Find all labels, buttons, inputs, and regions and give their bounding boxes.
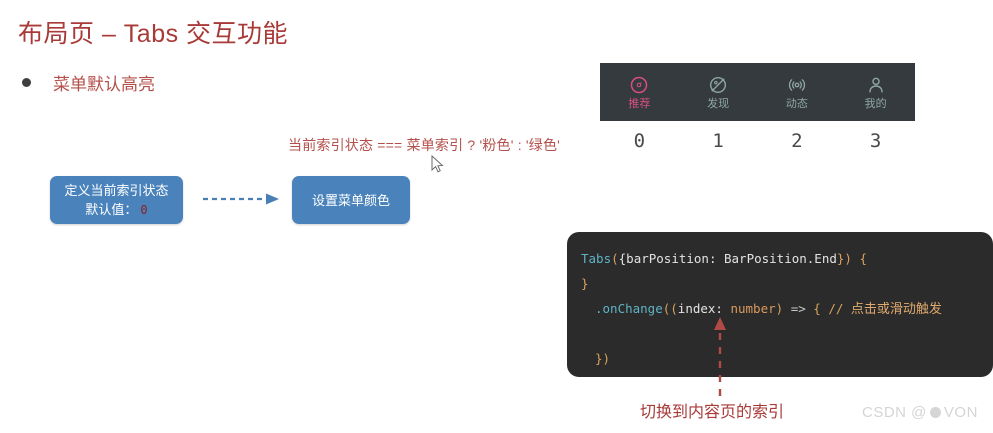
flow-box-define-line2: 默认值： xyxy=(85,201,138,217)
tab-bar: 推荐 发现 动态 我的 xyxy=(600,63,915,121)
code-token-1-0: } xyxy=(581,276,589,291)
code-line-4: }) xyxy=(581,346,993,371)
bullet-label: 菜单默认高亮 xyxy=(53,75,155,94)
watermark-prefix: CSDN @ xyxy=(862,404,927,421)
code-line-0: Tabs({barPosition: BarPosition.End}) { xyxy=(581,246,993,271)
flow-box-define-line1: 定义当前索引状态 xyxy=(64,182,169,198)
code-token-0-2: {barPosition: BarPosition.End xyxy=(618,251,837,266)
flow-box-define-state[interactable]: 定义当前索引状态 默认值：0 xyxy=(50,176,183,224)
code-token-2-1: (( xyxy=(662,301,678,316)
flow-box-set-menu-color[interactable]: 设置菜单颜色 xyxy=(292,176,410,224)
watermark: CSDN @ VON xyxy=(862,404,978,421)
code-block: Tabs({barPosition: BarPosition.End}) {}.… xyxy=(567,232,993,377)
condition-annotation: 当前索引状态 === 菜单索引 ? '粉色' : '绿色' xyxy=(288,137,561,153)
flow-box-define-value: 0 xyxy=(140,202,148,217)
tab-index-row: 0 1 2 3 xyxy=(600,130,915,152)
tab-index-3: 3 xyxy=(869,130,882,152)
code-token-0-0: Tabs xyxy=(581,251,612,266)
code-line-3 xyxy=(581,321,993,346)
code-token-2-7: // xyxy=(820,301,851,316)
tab-item-recommend[interactable]: 推荐 xyxy=(600,63,679,121)
bullet-row: 菜单默认高亮 xyxy=(22,70,155,95)
code-line-1: } xyxy=(581,271,993,296)
tab-index-0: 0 xyxy=(633,130,646,152)
leaf-compass-icon xyxy=(710,76,727,93)
mouse-cursor-icon xyxy=(431,155,444,173)
dashed-right-arrow-icon xyxy=(203,193,279,205)
tab-label-recommend: 推荐 xyxy=(628,97,651,110)
bullet-dot-icon xyxy=(22,78,31,87)
code-token-4-0: }) xyxy=(595,351,611,366)
code-token-0-3: } xyxy=(836,251,845,266)
tab-item-feed[interactable]: 动态 xyxy=(758,63,837,121)
code-token-2-2: index: xyxy=(677,301,731,316)
watermark-avatar-dot-icon xyxy=(929,407,941,418)
tab-item-discover[interactable]: 发现 xyxy=(679,63,758,121)
tab-label-feed: 动态 xyxy=(785,97,808,110)
signal-waves-icon xyxy=(788,78,805,91)
tab-index-2: 2 xyxy=(791,130,803,152)
code-token-2-4: ) xyxy=(775,301,784,316)
code-token-0-4: ) xyxy=(844,251,852,266)
code-token-2-3: number xyxy=(730,301,776,316)
compass-icon xyxy=(631,76,648,93)
code-line-2: .onChange((index: number) => { // 点击或滑动触… xyxy=(581,296,993,321)
flow-box-set-menu-color-label: 设置菜单颜色 xyxy=(311,192,390,208)
code-token-2-0: .onChange xyxy=(595,301,663,316)
dashed-up-arrow-icon xyxy=(714,317,726,396)
code-token-2-5: => xyxy=(783,301,814,316)
flow-box-define-line2-row: 默认值：0 xyxy=(64,200,168,220)
tab-index-1: 1 xyxy=(712,130,724,152)
tab-item-mine[interactable]: 我的 xyxy=(836,63,915,121)
code-token-0-6: { xyxy=(859,251,868,266)
code-token-0-1: ( xyxy=(611,251,619,266)
page-title: 布局页 – Tabs 交互功能 xyxy=(18,20,289,48)
code-token-2-6: { xyxy=(813,301,821,316)
tab-label-mine: 我的 xyxy=(864,97,887,110)
watermark-suffix: VON xyxy=(943,404,978,421)
tab-label-discover: 发现 xyxy=(707,97,730,110)
code-token-2-8: 点击或滑动触发 xyxy=(850,301,942,316)
bottom-caption: 切换到内容页的索引 xyxy=(640,404,785,421)
person-icon xyxy=(868,77,883,93)
